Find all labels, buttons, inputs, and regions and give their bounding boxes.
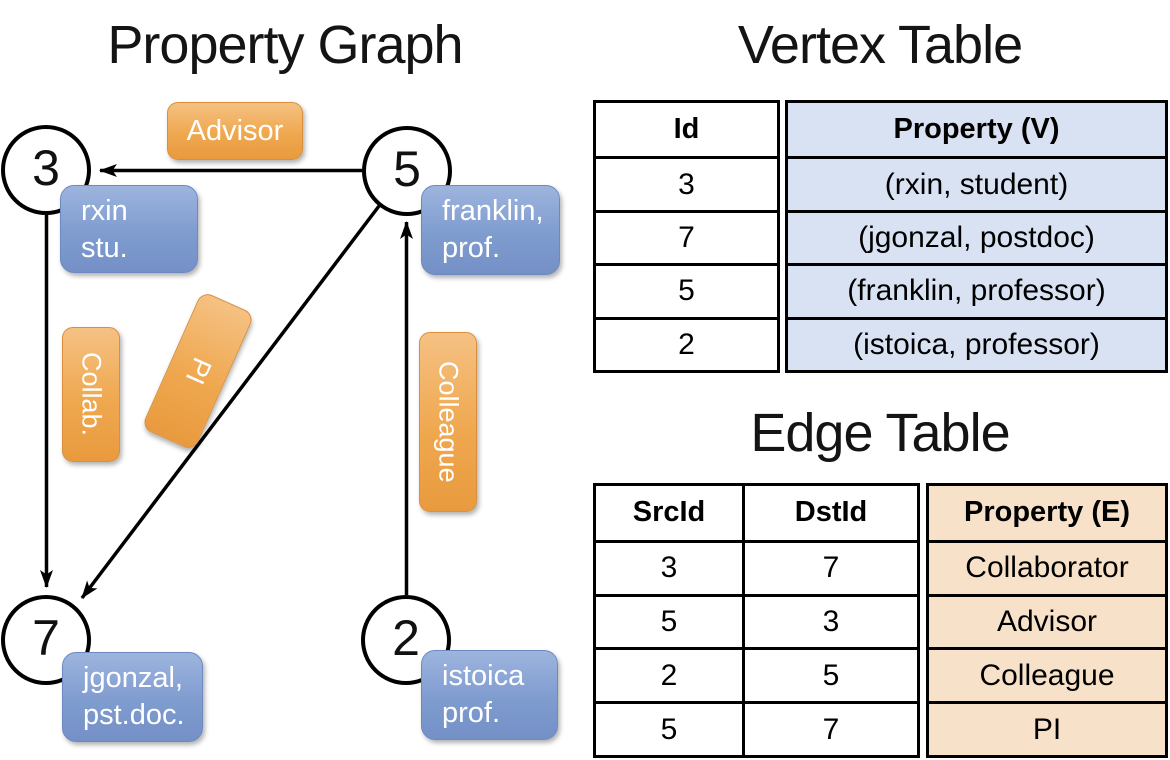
vertex-property-box-2: istoica prof. [421, 650, 558, 740]
vertex-table-id-column: Id 3 7 5 2 [593, 100, 780, 373]
edge-label-collab: Collab. [62, 327, 120, 462]
table-cell: Advisor [929, 593, 1165, 648]
table-cell: 5 [596, 701, 742, 755]
edge-label-advisor: Advisor [167, 102, 303, 160]
vertex-node-3: 3 [1, 125, 91, 215]
vertex-id-label: 5 [393, 141, 421, 197]
vertex-property-line: istoica [442, 660, 525, 692]
table-cell: 7 [596, 209, 777, 263]
edge-table-property-column: Property (E) Collaborator Advisor Collea… [926, 483, 1168, 758]
property-graph-title: Property Graph [107, 15, 463, 75]
table-cell: 2 [596, 316, 777, 370]
vertex-table-property-column: Property (V) (rxin, student) (jgonzal, p… [785, 100, 1168, 373]
table-cell: (rxin, student) [788, 156, 1165, 209]
vertex-property-line: franklin, [442, 195, 544, 227]
vertex-id-label: 2 [392, 610, 420, 666]
vertex-table-id-header: Id [673, 113, 700, 146]
table-cell: (istoica, professor) [788, 316, 1165, 370]
vertex-property-box-3: rxin stu. [60, 185, 198, 273]
table-cell: (jgonzal, postdoc) [788, 209, 1165, 263]
table-cell: 7 [742, 701, 917, 755]
table-cell: 2 [596, 647, 742, 701]
edge-table-property-header: Property (E) [964, 496, 1130, 529]
vertex-table-property-header: Property (V) [893, 113, 1060, 146]
table-cell: 5 [596, 593, 742, 648]
table-cell: 5 [596, 263, 777, 316]
table-cell: 5 [742, 647, 917, 702]
vertex-property-line: prof. [442, 232, 501, 264]
vertex-id-label: 7 [32, 610, 60, 666]
table-cell: PI [929, 701, 1165, 755]
vertex-property-line: rxin [81, 195, 128, 227]
edge-table-dstid-header: DstId [742, 486, 917, 540]
edge-table-id-columns: SrcId DstId 3 7 5 3 2 5 5 7 [593, 483, 920, 758]
vertex-id-label: 3 [32, 140, 60, 196]
table-cell: 3 [596, 539, 742, 594]
edge-table-srcid-header: SrcId [632, 496, 706, 529]
table-cell: Collaborator [929, 539, 1165, 594]
table-cell: 3 [742, 593, 917, 648]
vertex-table-title: Vertex Table [737, 15, 1023, 75]
edge-label-colleague: Colleague [419, 332, 477, 512]
vertex-property-line: pst.doc. [83, 699, 185, 731]
vertex-property-box-5: franklin, prof. [421, 185, 560, 275]
table-cell: (franklin, professor) [788, 263, 1165, 316]
vertex-property-line: jgonzal, [83, 662, 183, 694]
edge-label-pi: PI [141, 290, 255, 452]
vertex-property-line: prof. [442, 697, 501, 729]
table-cell: Colleague [929, 647, 1165, 701]
vertex-property-box-7: jgonzal, pst.doc. [62, 652, 203, 742]
edge-table-title: Edge Table [750, 403, 1010, 463]
vertex-property-line: stu. [81, 232, 128, 264]
table-cell: 3 [596, 156, 777, 209]
table-cell: 7 [742, 539, 917, 594]
